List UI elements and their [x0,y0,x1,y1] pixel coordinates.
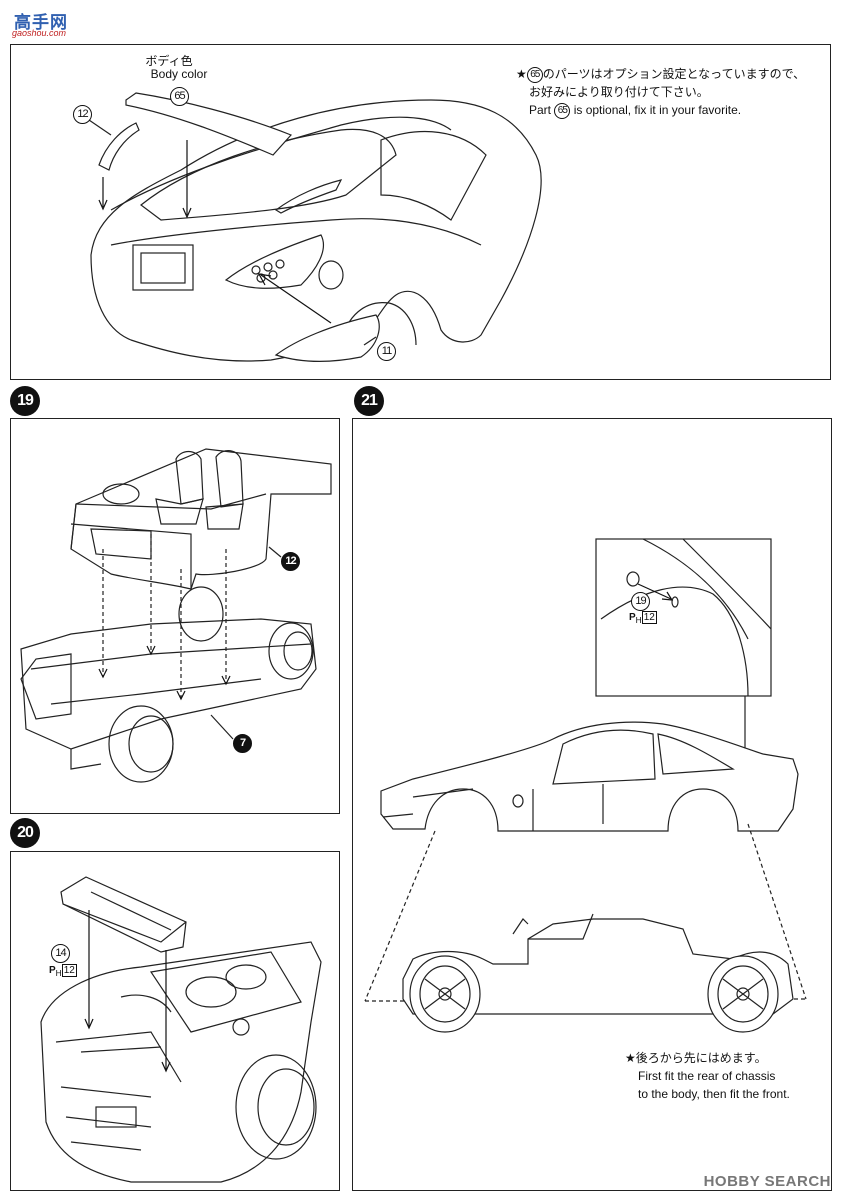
note-en-suffix: is optional, fix it in your favorite. [573,103,742,117]
paint-code: H [55,968,62,978]
inset-paint-code: H [635,615,642,625]
step-19-number: 19 [10,386,40,416]
inset-part-19-label: 19 [631,592,650,611]
fit-note-jp: ★後ろから先にはめます。 [625,1049,767,1067]
part-7-black-label: 7 [233,734,252,753]
site-logo-subtext: gaoshou.com [12,28,67,38]
inset-paint-number: 12 [641,611,657,624]
paint-number: 12 [61,964,77,977]
paint-flag-icon: P [49,965,56,976]
hobby-search-watermark: HOBBY SEARCH [703,1173,831,1190]
part-65-label: 65 [170,87,189,106]
part-14-label: 14 [51,944,70,963]
part-11-label: 11 [377,342,396,361]
fit-note-en-line2: to the body, then fit the front. [638,1087,790,1101]
step-21-number: 21 [354,386,384,416]
note-jp-line1: のパーツはオプション設定となっていますので、 [542,67,806,81]
step-19-panel: 12 7 [10,418,340,814]
note-part-65: 65 [526,66,543,83]
site-logo: 高手网 gaoshou.com [8,8,68,42]
optional-note-en: Part 65 is optional, fix it in your favo… [529,101,741,119]
fit-note-star: ★ [625,1051,636,1065]
part-12-black-label: 12 [281,552,300,571]
inset-paint-flag-icon: P [629,612,636,623]
fit-note-en-line1: First fit the rear of chassis [638,1069,776,1083]
note-jp-line2: お好みにより取り付けて下さい。 [529,85,709,99]
engine-cover-illustration [40,876,322,1183]
interior-chassis-illustration [20,448,332,783]
body-chassis-illustration [364,538,807,1033]
rear-spoiler-illustration [88,92,542,362]
note-star: ★ [516,67,527,81]
fit-note-jp-text: 後ろから先にはめます。 [635,1051,767,1065]
body-color-jp-label: ボディ色 [145,54,193,68]
body-color-en-label: Body color [150,67,208,81]
note-en-prefix: Part [529,103,552,117]
step-20-number: 20 [10,818,40,848]
part-12-label: 12 [73,105,92,124]
note-en-part-65: 65 [554,102,571,119]
site-logo-text: 高手网 [14,13,68,32]
